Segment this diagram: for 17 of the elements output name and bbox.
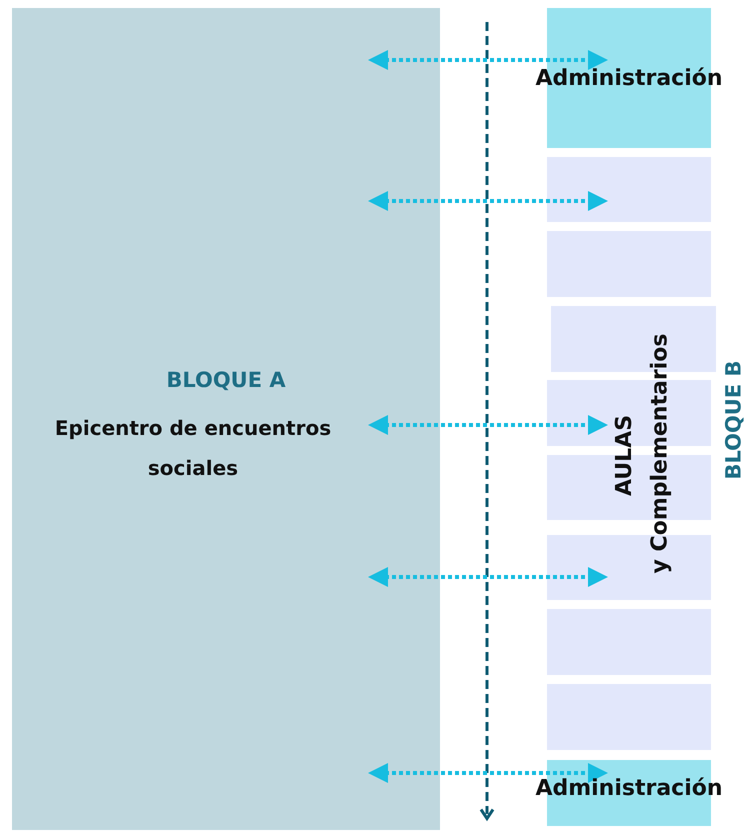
area-label: Administración	[534, 66, 724, 91]
room-box	[547, 609, 711, 675]
room-box	[547, 157, 711, 222]
group-label: AULAS	[612, 414, 637, 496]
block-label: BLOQUE B	[721, 360, 746, 480]
double-arrow	[368, 191, 608, 211]
room-box	[547, 231, 711, 297]
double-arrow	[368, 415, 608, 435]
area-label: Administración	[534, 776, 724, 801]
double-arrow	[368, 763, 608, 783]
room-box	[547, 684, 711, 750]
block-description: Epicentro de encuentros sociales	[54, 415, 332, 482]
block-title: BLOQUE A	[165, 368, 287, 392]
double-arrow	[368, 50, 608, 70]
building-block	[12, 8, 440, 830]
group-label: y Complementarios	[647, 333, 672, 573]
double-arrow	[368, 567, 608, 587]
